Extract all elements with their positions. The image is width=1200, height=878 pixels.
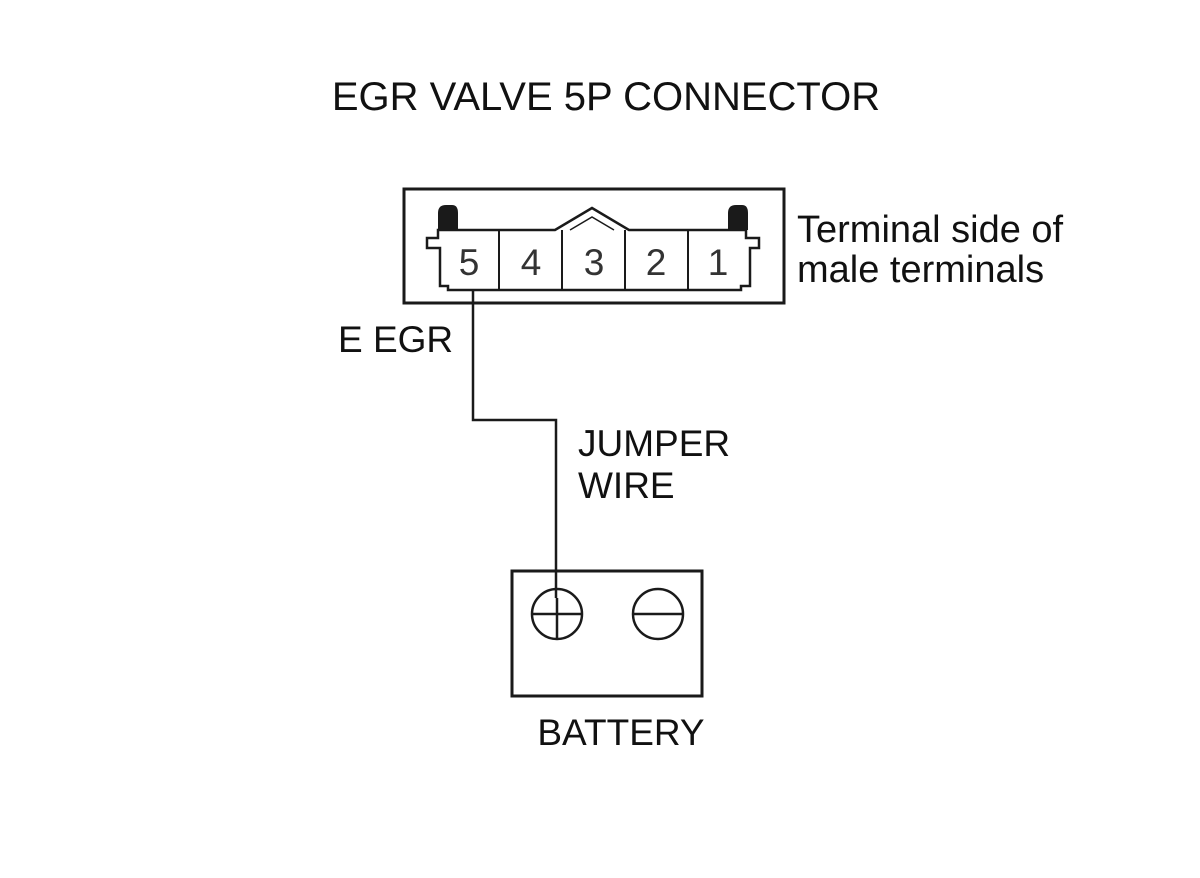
jumper-label-line2: WIRE — [578, 465, 675, 506]
right-lock-tab — [728, 205, 748, 230]
left-lock-tab — [438, 205, 458, 230]
pin-4-label: 4 — [521, 242, 542, 283]
battery-label: BATTERY — [537, 712, 704, 753]
terminal-side-note-line1: Terminal side of — [797, 209, 1064, 251]
pin-5-label: 5 — [459, 242, 480, 283]
jumper-label-line1: JUMPER — [578, 423, 730, 464]
diagram-title: EGR VALVE 5P CONNECTOR — [332, 75, 880, 119]
plus-terminal-icon — [530, 587, 584, 641]
connector-housing — [402, 187, 786, 305]
pin-2-label: 2 — [646, 242, 667, 283]
pin-1-label: 1 — [708, 242, 729, 283]
e-egr-label: E EGR — [338, 319, 453, 360]
connector-latch — [569, 216, 615, 231]
minus-terminal-icon — [631, 587, 685, 641]
pin-3-label: 3 — [584, 242, 605, 283]
terminal-side-note-line2: male terminals — [797, 249, 1044, 291]
jumper-wire — [471, 290, 558, 598]
connector-body — [425, 206, 761, 292]
battery-body — [510, 569, 704, 698]
